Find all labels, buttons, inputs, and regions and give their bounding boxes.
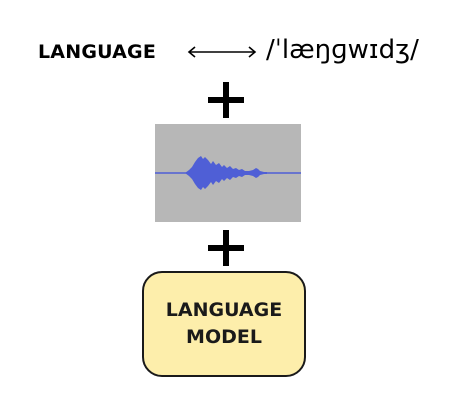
plus-icon bbox=[208, 82, 244, 118]
model-label: LANGUAGE MODEL bbox=[166, 297, 282, 351]
plus-icon bbox=[208, 230, 244, 266]
model-label-line2: MODEL bbox=[186, 326, 262, 348]
ipa-transcription: /ˈlæŋɡwɪdʒ/ bbox=[266, 35, 419, 65]
word-text: LANGUAGE bbox=[38, 41, 157, 63]
model-label-line1: LANGUAGE bbox=[165, 299, 283, 321]
language-model-box: LANGUAGE MODEL bbox=[142, 271, 306, 377]
double-arrow-icon bbox=[187, 46, 257, 58]
audio-waveform-panel bbox=[155, 124, 301, 222]
waveform-icon bbox=[155, 156, 301, 190]
